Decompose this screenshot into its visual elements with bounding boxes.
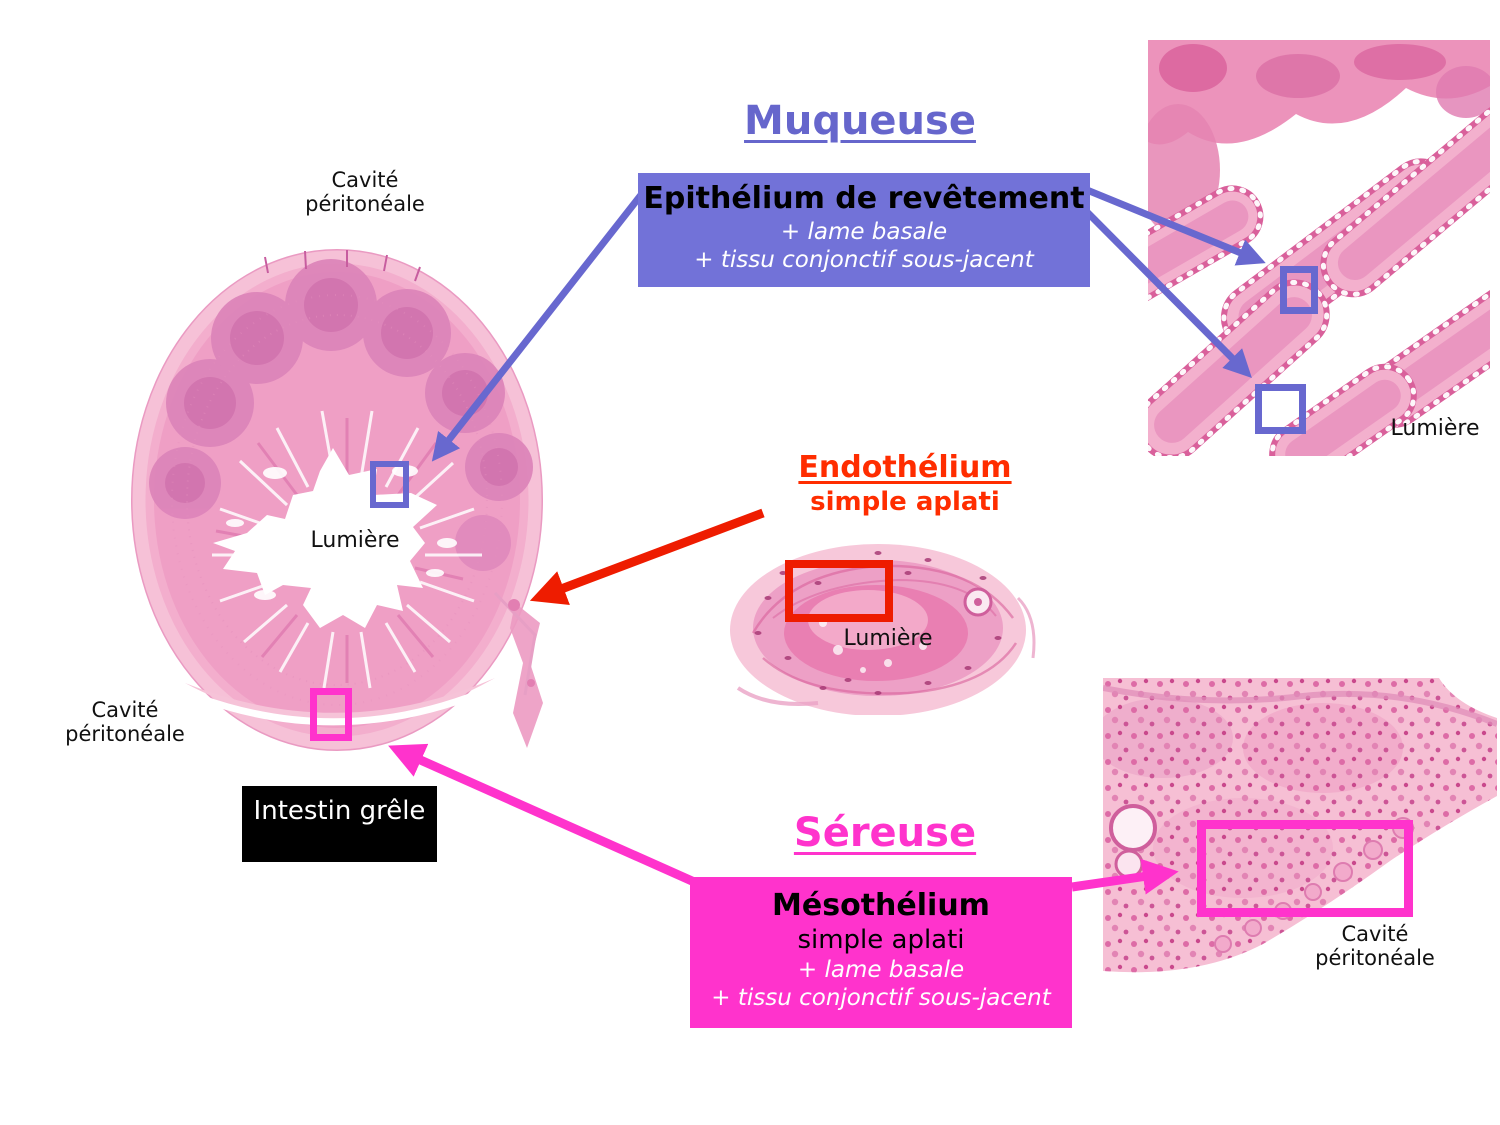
epithelium-box-line2: + lame basale — [780, 218, 948, 245]
epithelium-box-line3: + tissu conjonctif sous-jacent — [694, 246, 1034, 273]
mesothelium-box-line3: + lame basale — [797, 956, 965, 983]
cavite-top-line2: péritonéale — [305, 192, 425, 217]
cavite-br-line1: Cavité — [1341, 922, 1409, 946]
intestin-grele-box: Intestin grêle — [242, 786, 437, 862]
arrow-muqueuse-to-section — [431, 183, 651, 462]
white-crescent — [196, 689, 484, 726]
endothelium-title: Endothélium — [798, 450, 1012, 485]
arrow-sereuse-to-section — [388, 743, 694, 886]
mesothelium-box: Mésothélium simple aplati + lame basale … — [690, 877, 1072, 1028]
highlight-rect-serosa-on-section — [310, 688, 352, 741]
villus — [1269, 363, 1417, 456]
epithelium-box: Epithélium de revêtement + lame basale +… — [638, 173, 1090, 287]
arrow-sereuse-to-serosa-image — [1071, 858, 1179, 895]
villus — [1320, 102, 1490, 298]
vessel-histology-image — [728, 538, 1048, 715]
cavite-bl-line2: péritonéale — [65, 722, 185, 747]
intestine-cross-section-image — [131, 249, 543, 751]
vessel-nuclei — [754, 551, 1002, 695]
lumiere-label-section: Lumière — [310, 528, 400, 553]
inter-villi-gaps — [226, 465, 457, 600]
lumen-shape — [213, 448, 437, 628]
epithelium-box-title: Epithélium de revêtement — [643, 181, 1085, 216]
cavite-top-line1: Cavité — [331, 168, 399, 192]
cavite-bl-line1: Cavité — [91, 698, 159, 722]
follicle-blobs — [149, 259, 533, 571]
lumiere-label-villi: Lumière — [1390, 416, 1480, 441]
cavite-peritoneale-label-bottom-left: Cavité péritonéale — [45, 698, 205, 746]
arrow-muqueuse-to-villi-2 — [1084, 209, 1252, 378]
intestin-grele-label: Intestin grêle — [253, 796, 426, 826]
cavite-peritoneale-label-top: Cavité péritonéale — [285, 168, 445, 216]
mesothelium-box-line2: simple aplati — [797, 924, 965, 955]
cavite-br-line2: péritonéale — [1315, 946, 1435, 971]
highlight-square-villi-1 — [1280, 266, 1318, 314]
endothelium-subtitle: simple aplati — [810, 487, 1000, 517]
arrow-muqueuse-to-villi-1 — [1085, 186, 1266, 266]
vessel-ring — [1109, 804, 1157, 852]
mesothelium-box-line4: + tissu conjonctif sous-jacent — [711, 984, 1051, 1011]
highlight-square-villi-2 — [1255, 384, 1306, 434]
lumiere-label-vessel: Lumière — [843, 626, 933, 651]
mesothelium-box-title: Mésothélium — [772, 888, 990, 923]
villi-streaks — [212, 410, 482, 689]
rim-ticks — [264, 250, 421, 282]
arrow-endothelium-to-section — [529, 508, 765, 605]
muqueuse-title: Muqueuse — [744, 98, 976, 144]
cavite-peritoneale-label-bottom-right: Cavité péritonéale — [1290, 922, 1460, 970]
mesentery-debris — [493, 591, 543, 748]
highlight-rect-endothelium — [785, 560, 893, 622]
highlight-rect-serosa-zoom — [1197, 820, 1413, 917]
endothelium-heading: Endothélium simple aplati — [770, 450, 1040, 517]
sereuse-title: Séreuse — [793, 810, 977, 856]
highlight-rect-epithelium-on-section — [370, 461, 409, 508]
